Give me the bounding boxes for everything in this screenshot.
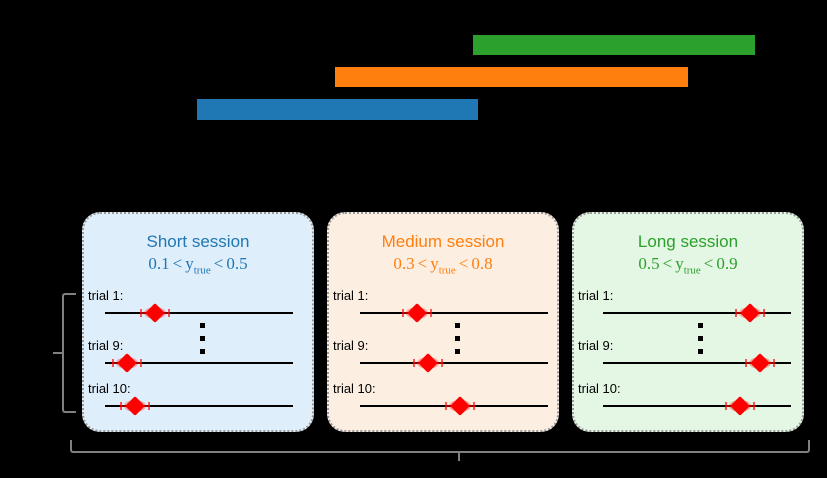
range-low: 0.3 [393,254,415,273]
panel-long-session-title: Long session [637,232,739,251]
marker-cap-right [140,359,142,367]
panel-short-session-title: Short session [146,232,250,251]
marker-cap-left [413,359,415,367]
marker-cap-right [763,309,765,317]
marker-cap-left [725,402,727,410]
panel-short-trial-10-axis [105,405,293,407]
marker-cap-left [140,309,142,317]
range-high: 0.9 [716,254,738,273]
range-variable: y [675,254,684,273]
marker-cap-right [473,402,475,410]
marker-cap-left [112,359,114,367]
panel-short-session[interactable] [82,212,314,432]
short-session-bar [197,99,478,120]
range-low: 0.1 [148,254,170,273]
panel-medium-ellipsis-icon [455,323,460,362]
panel-long-trial-1-axis [603,312,791,314]
medium-session-bar [335,67,688,87]
panel-short-trial-1-axis [105,312,293,314]
range-variable: y [430,254,439,273]
panel-short-trial-9-axis [105,362,293,364]
panel-long-ellipsis-icon [698,323,703,362]
sessions-bracket [70,440,810,453]
panel-medium-trial-1-axis [360,312,548,314]
panel-long-session-range: 0.5<ytrue<0.9 [572,254,804,276]
panel-medium-trial-9-label: trial 9: [333,338,369,353]
marker-cap-right [753,402,755,410]
panel-short-session-range: 0.1<ytrue<0.5 [82,254,314,276]
panel-long-trial-10-axis [603,405,791,407]
range-op-right: < [213,254,224,273]
panel-short-ellipsis-icon [200,323,205,362]
range-op-right: < [458,254,469,273]
range-op-right: < [703,254,714,273]
panel-medium-session-title: Medium session [381,232,505,251]
sessions-bracket-tick [458,452,460,461]
panel-short-trial-10-label: trial 10: [88,381,131,396]
marker-cap-right [148,402,150,410]
marker-cap-right [168,309,170,317]
range-subscript: true [438,264,456,277]
marker-cap-right [441,359,443,367]
trials-bracket-tick [53,352,62,354]
marker-cap-left [120,402,122,410]
range-low: 0.5 [638,254,660,273]
range-op-left: < [417,254,428,273]
marker-cap-left [445,402,447,410]
panel-long-trial-9-axis [603,362,791,364]
panel-medium-trial-10-label: trial 10: [333,381,376,396]
long-session-bar [473,35,755,55]
marker-cap-left [745,359,747,367]
range-variable: y [185,254,194,273]
panel-short-trial-9-label: trial 9: [88,338,124,353]
marker-cap-left [735,309,737,317]
range-high: 0.5 [226,254,248,273]
range-subscript: true [683,264,701,277]
panel-medium-session[interactable] [327,212,559,432]
trials-bracket [62,293,76,413]
range-high: 0.8 [471,254,493,273]
panel-long-trial-10-label: trial 10: [578,381,621,396]
panel-short-trial-1-label: trial 1: [88,288,124,303]
range-op-left: < [662,254,673,273]
marker-cap-left [402,309,404,317]
panel-long-trial-9-label: trial 9: [578,338,614,353]
marker-cap-right [773,359,775,367]
panel-medium-trial-9-axis [360,362,548,364]
panel-medium-trial-1-label: trial 1: [333,288,369,303]
panel-medium-session-range: 0.3<ytrue<0.8 [327,254,559,276]
marker-cap-right [430,309,432,317]
range-subscript: true [193,264,211,277]
range-op-left: < [172,254,183,273]
panel-long-session[interactable] [572,212,804,432]
panel-long-trial-1-label: trial 1: [578,288,614,303]
